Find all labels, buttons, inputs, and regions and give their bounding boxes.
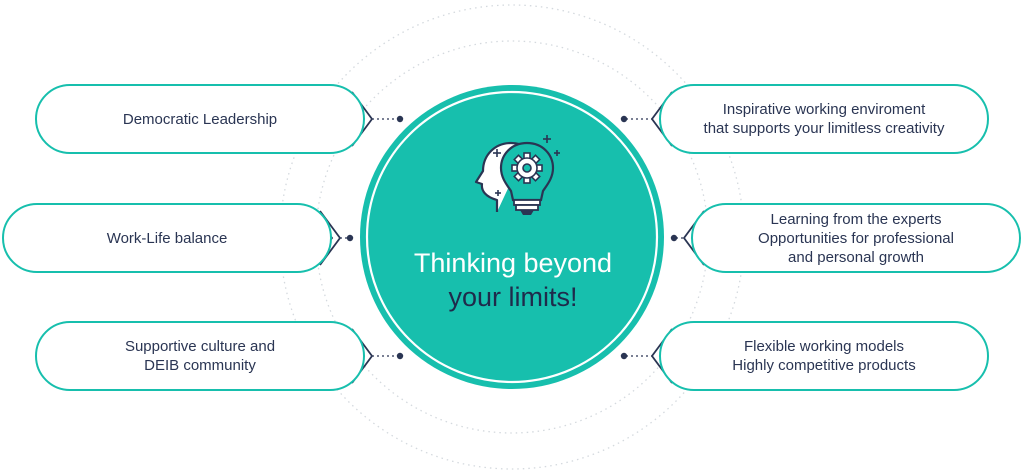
item-label: Democratic Leadership	[122, 110, 278, 128]
item-label: Work-Life balance	[106, 229, 228, 247]
item-learning-from-experts: Learning from the experts Opportunities …	[691, 203, 1021, 273]
item-democratic-leadership: Democratic Leadership	[35, 84, 365, 154]
item-flexible-working-models: Flexible working models Highly competiti…	[659, 321, 989, 391]
center-title-line1: Thinking beyond	[413, 248, 613, 278]
head-lightbulb-gear-icon	[474, 135, 560, 215]
center-circle-inner-ring	[365, 90, 659, 384]
item-work-life-balance: Work-Life balance	[2, 203, 332, 273]
center-title-line2: your limits!	[448, 282, 578, 312]
connector-dots	[346, 115, 678, 360]
connectors-left	[340, 118, 398, 357]
item-supportive-culture: Supportive culture and DEIB community	[35, 321, 365, 391]
item-label: Learning from the experts Opportunities …	[758, 210, 954, 266]
item-inspirative-environment: Inspirative working enviroment that supp…	[659, 84, 989, 154]
item-label: Supportive culture and DEIB community	[124, 338, 276, 374]
center-circle	[360, 85, 664, 389]
item-label: Inspirative working enviroment that supp…	[703, 101, 945, 137]
item-label: Flexible working models Highly competiti…	[732, 338, 916, 374]
connectors-right	[626, 118, 684, 357]
